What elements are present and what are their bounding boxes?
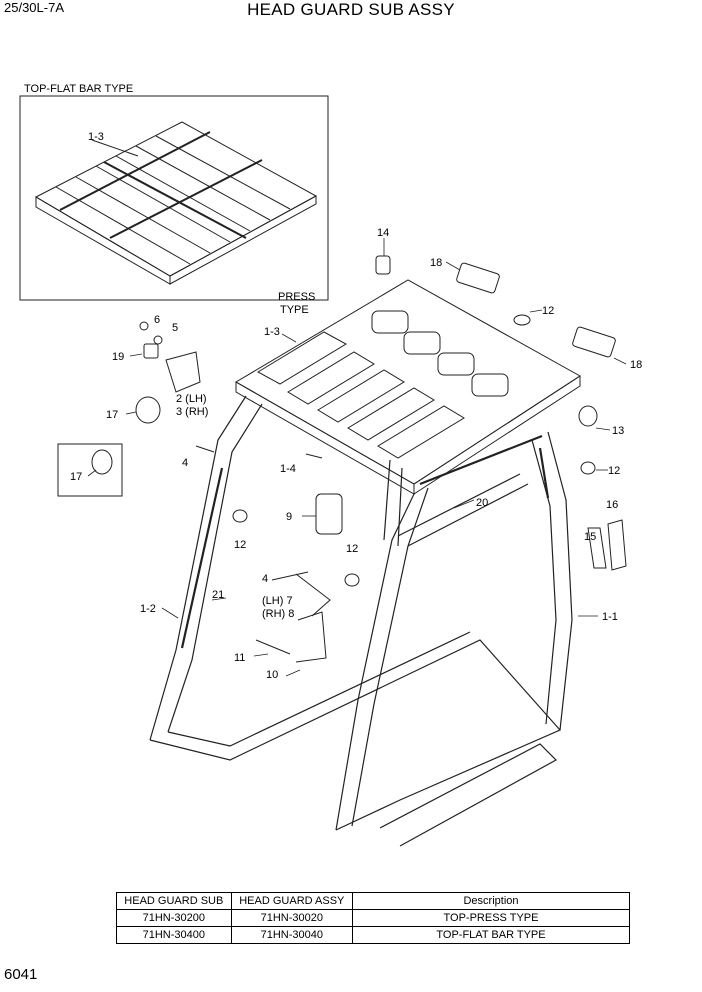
table-cell: 71HN-30400 xyxy=(116,926,232,944)
label-11: 11 xyxy=(234,652,245,664)
table-cell: 71HN-30020 xyxy=(230,909,354,927)
inset-callout: 1-3 xyxy=(88,131,104,143)
leader-lines xyxy=(87,238,627,677)
label-16: 16 xyxy=(606,499,618,511)
table-cell: 71HN-30200 xyxy=(116,909,232,927)
table-header: HEAD GUARD ASSY xyxy=(230,892,354,910)
label-12c: 12 xyxy=(234,539,246,551)
page-title: HEAD GUARD SUB ASSY xyxy=(247,0,455,19)
label-1-3: 1-3 xyxy=(264,326,280,338)
label-12d: 12 xyxy=(346,543,358,555)
label-12a: 12 xyxy=(542,305,554,317)
label-19: 19 xyxy=(112,351,124,363)
label-type: TYPE xyxy=(280,304,309,316)
table-header: Description xyxy=(352,892,630,910)
table-header: HEAD GUARD SUB xyxy=(116,892,232,910)
table-cell: 71HN-30040 xyxy=(230,926,354,944)
label-12b: 12 xyxy=(608,465,620,477)
table-row: 71HN-30400 71HN-30040 TOP-FLAT BAR TYPE xyxy=(116,926,630,944)
label-20: 20 xyxy=(476,497,488,509)
table-row: 71HN-30200 71HN-30020 TOP-PRESS TYPE xyxy=(116,909,630,927)
label-5: 5 xyxy=(172,322,178,334)
label-18b: 18 xyxy=(630,359,642,371)
inset-title: TOP-FLAT BAR TYPE xyxy=(24,83,133,95)
label-6: 6 xyxy=(154,314,160,326)
label-14: 14 xyxy=(377,227,389,239)
press-top-plate xyxy=(235,279,581,495)
model-code: 25/30L-7A xyxy=(4,0,64,15)
page-number: 6041 xyxy=(4,966,38,983)
label-15: 15 xyxy=(584,531,596,543)
table-cell: TOP-FLAT BAR TYPE xyxy=(352,926,630,944)
label-1-4: 1-4 xyxy=(280,463,296,475)
label-8-rh: (RH) 8 xyxy=(262,608,294,620)
guard-frame xyxy=(149,395,573,847)
flat-bar-top xyxy=(34,121,318,285)
callout-labels: PRESS TYPE 1-3 14 18 12 18 6 5 19 2 (LH)… xyxy=(70,227,642,681)
label-10: 10 xyxy=(266,669,278,681)
small-parts xyxy=(57,255,627,663)
label-press: PRESS xyxy=(278,291,315,303)
label-2-lh: 2 (LH) xyxy=(176,393,207,405)
label-17b: 17 xyxy=(70,471,82,483)
label-1-1: 1-1 xyxy=(602,611,618,623)
label-4b: 4 xyxy=(262,573,268,585)
label-18a: 18 xyxy=(430,257,442,269)
label-9: 9 xyxy=(286,511,292,523)
label-7-lh: (LH) 7 xyxy=(262,595,293,607)
label-1-2: 1-2 xyxy=(140,603,156,615)
label-17a: 17 xyxy=(106,409,118,421)
label-3-rh: 3 (RH) xyxy=(176,406,208,418)
inset-frame xyxy=(19,95,329,301)
label-4a: 4 xyxy=(182,457,188,469)
table-header-row: HEAD GUARD SUB HEAD GUARD ASSY Descripti… xyxy=(116,892,630,910)
parts-table: HEAD GUARD SUB HEAD GUARD ASSY Descripti… xyxy=(116,892,630,944)
table-cell: TOP-PRESS TYPE xyxy=(352,909,630,927)
label-13: 13 xyxy=(612,425,624,437)
label-21: 21 xyxy=(212,589,224,601)
